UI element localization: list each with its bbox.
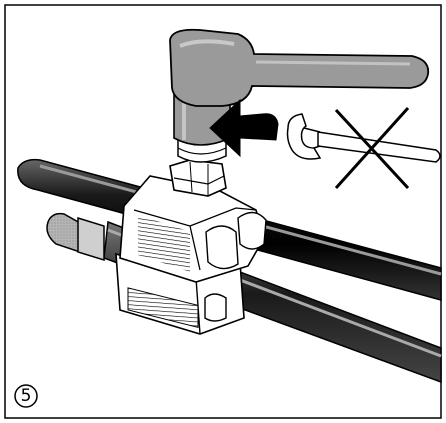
- step-number-circle: [14, 384, 38, 408]
- step-number-label: 5: [20, 386, 32, 406]
- piercing-connector: [115, 159, 267, 335]
- open-end-wrench-crossed-icon: [286, 106, 441, 190]
- rotation-arrow-icon: [209, 98, 279, 158]
